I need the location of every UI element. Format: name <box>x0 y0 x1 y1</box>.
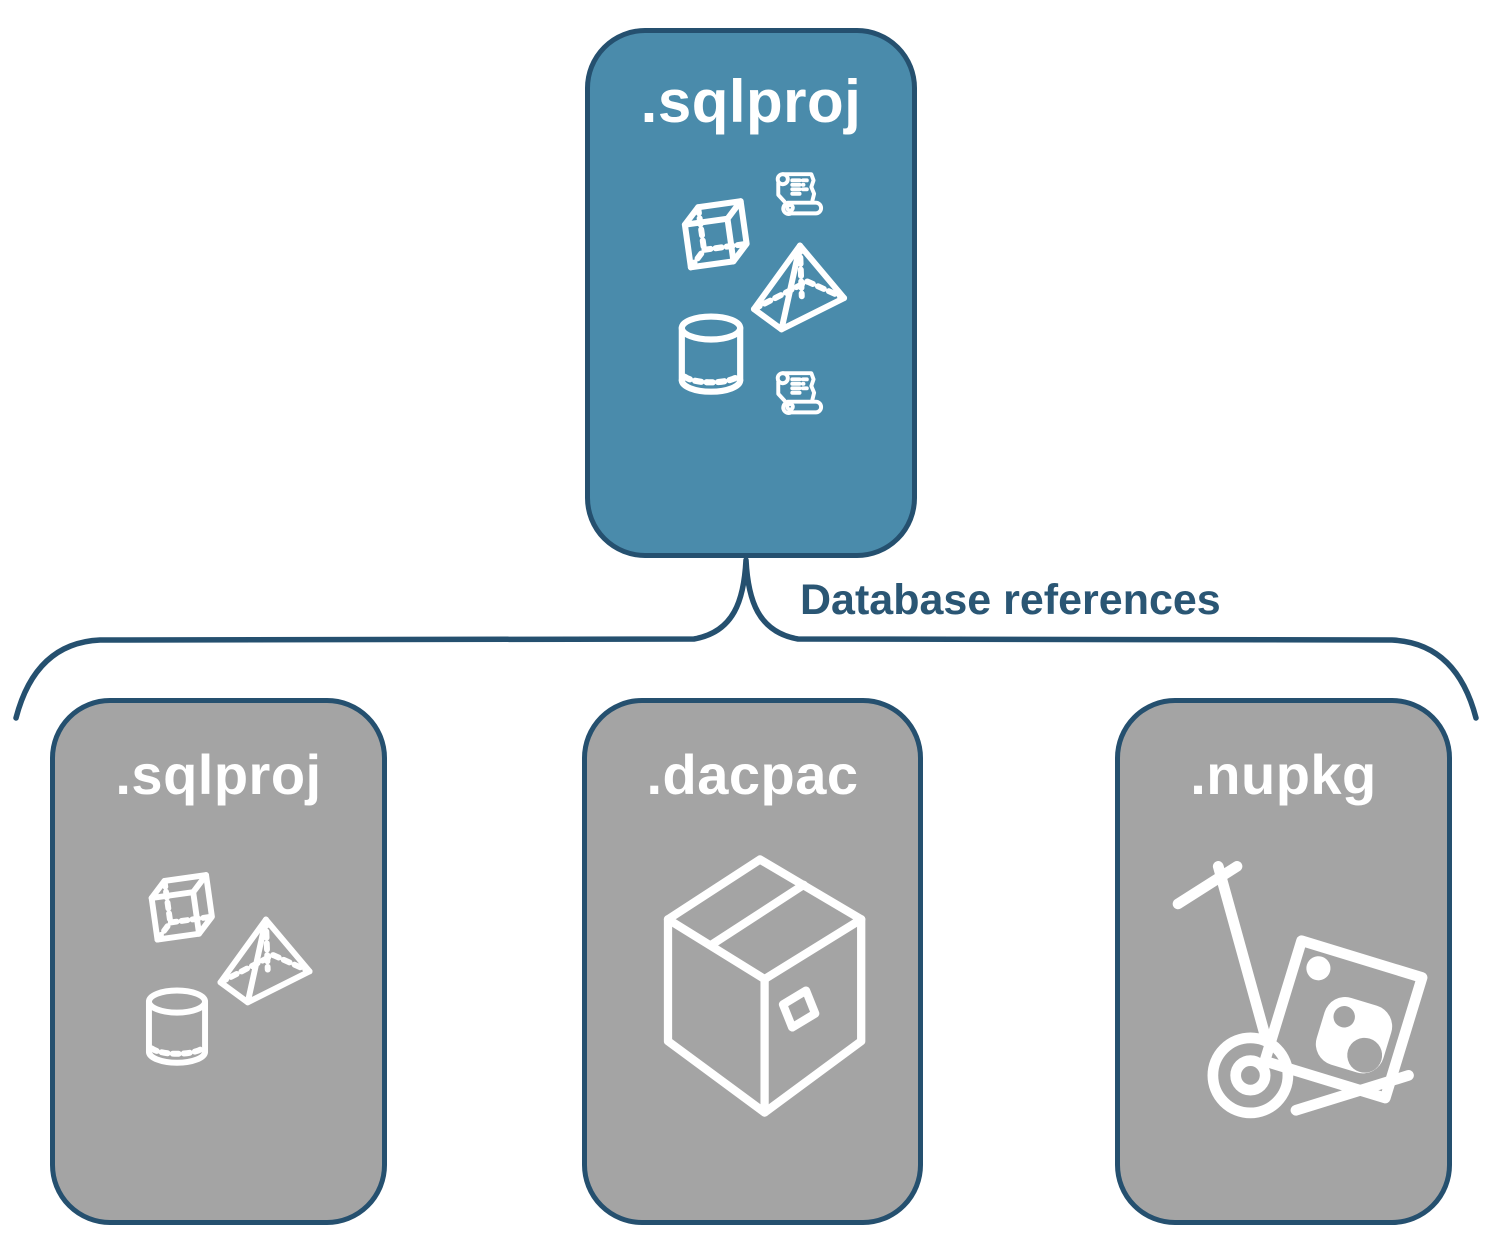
cube-icon <box>140 867 224 951</box>
child-box-label: .sqlproj <box>115 743 322 806</box>
scroll-script-icon <box>771 168 827 224</box>
scroll-script-icon <box>771 367 827 423</box>
package-box-icon <box>645 845 875 1127</box>
child-box-label: .dacpac <box>646 743 859 806</box>
pyramid-icon <box>748 241 850 333</box>
database-cylinder-icon <box>675 313 747 397</box>
nuget-handtruck-icon <box>1170 860 1438 1130</box>
child-box-dacpac: .dacpac <box>582 698 923 1225</box>
root-box-label: .sqlproj <box>640 68 862 135</box>
child-box-sqlproj: .sqlproj <box>50 698 387 1225</box>
child-box-label: .nupkg <box>1190 743 1377 806</box>
database-cylinder-icon <box>143 987 211 1068</box>
connector-label: Database references <box>800 576 1221 624</box>
cube-icon <box>673 193 759 279</box>
pyramid-icon <box>215 915 315 1006</box>
root-box-sqlproj: .sqlproj <box>585 28 917 558</box>
child-box-nupkg: .nupkg <box>1115 698 1452 1225</box>
